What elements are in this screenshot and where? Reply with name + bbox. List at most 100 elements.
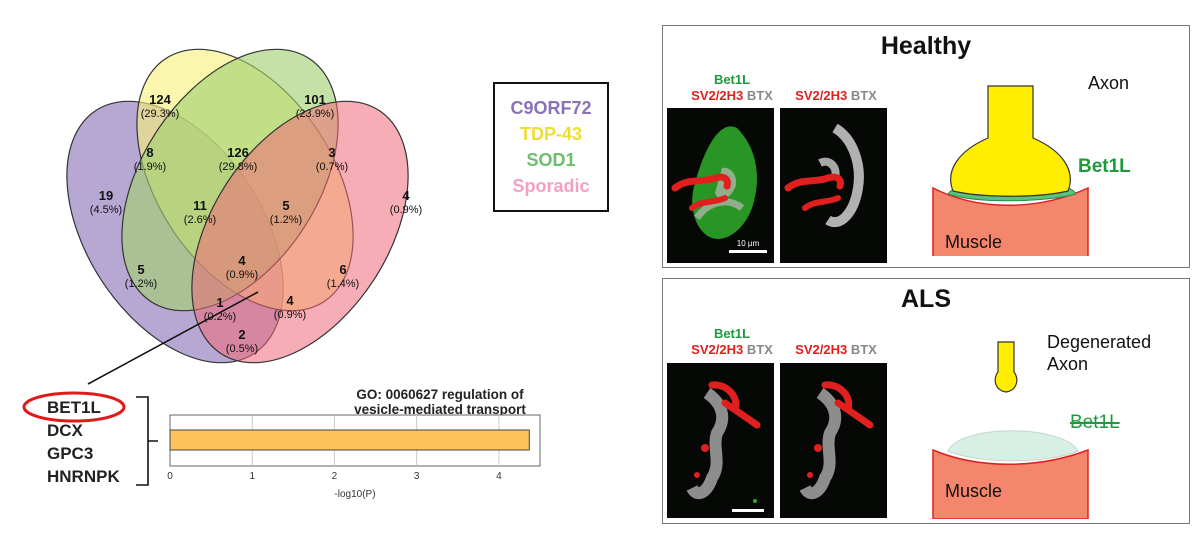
label-bet1l: Bet1L	[713, 326, 751, 341]
healthy-schematic	[932, 85, 1089, 256]
muscle-block	[932, 186, 1089, 256]
micrograph-merged: 10 µm	[667, 108, 774, 263]
region-count: 126	[227, 145, 249, 160]
empty-endplate	[947, 430, 1079, 462]
label-bet1l: Bet1L	[713, 72, 751, 87]
label-btx: BTX	[746, 342, 773, 357]
region-count: 3	[328, 145, 335, 160]
als-panel: ALS Bet1L SV2/2H3 BTX SV2/2H3 BTX Degene…	[662, 278, 1190, 524]
legend-sporadic: Sporadic	[512, 176, 590, 196]
venn-legend: C9ORF72 TDP-43 SOD1 Sporadic	[493, 82, 609, 212]
label-sv2: SV2/2H3	[795, 342, 848, 357]
x-tick-label: 1	[249, 471, 255, 482]
gene-hnrnpk: HNRNPK	[47, 467, 120, 486]
region-pct: (0.9%)	[274, 309, 306, 321]
degenerated-line1: Degenerated	[1047, 332, 1152, 352]
region-pct: (0.9%)	[226, 269, 258, 281]
micrograph-sv2-btx	[780, 363, 887, 518]
x-tick-label: 3	[414, 471, 420, 482]
callout-line	[87, 291, 259, 385]
region-pct: (0.2%)	[204, 311, 236, 323]
region-count: 6	[339, 262, 346, 277]
micrograph-sv2-btx	[780, 108, 887, 263]
label-sv2-btx: SV2/2H3 BTX	[685, 88, 779, 104]
region-pct: (0.5%)	[226, 343, 258, 355]
go-title-line2: vesicle-mediated transport	[354, 402, 526, 417]
region-pct: (29.3%)	[141, 108, 180, 120]
region-count: 5	[137, 262, 144, 277]
muscle-label: Muscle	[945, 481, 1003, 501]
region-pct: (29.8%)	[219, 161, 258, 173]
als-title: ALS	[901, 285, 951, 313]
degenerated-line2: Axon	[1047, 354, 1089, 374]
region-count: 8	[146, 145, 153, 160]
label-sv2-btx: SV2/2H3 BTX	[685, 342, 779, 358]
gene-bracket	[136, 396, 158, 486]
region-count: 4	[286, 293, 294, 308]
als-schematic	[932, 341, 1089, 519]
x-tick-label: 2	[332, 471, 338, 482]
image-label-1: Bet1L SV2/2H3 BTX	[685, 72, 779, 104]
image-label-2: SV2/2H3 BTX	[781, 88, 891, 103]
x-axis-label: -log10(P)	[334, 489, 375, 500]
healthy-title: Healthy	[880, 32, 972, 60]
region-count: 1	[216, 295, 223, 310]
region-count: 4	[402, 188, 410, 203]
region-pct: (23.9%)	[296, 108, 335, 120]
x-tick-label: 4	[496, 471, 502, 482]
x-tick-label: 0	[167, 471, 173, 482]
gene-list-annotations	[22, 391, 158, 486]
go-bar-chart: GO: 0060627 regulation of vesicle-mediat…	[167, 387, 541, 500]
region-count: 101	[304, 92, 326, 107]
muscle-block	[932, 448, 1089, 519]
legend-c9orf72: C9ORF72	[510, 98, 592, 118]
scale-bar-label: 10 µm	[737, 239, 760, 248]
region-count: 124	[149, 92, 171, 107]
region-count: 2	[238, 327, 245, 342]
highlight-ellipse	[22, 391, 126, 423]
label-btx: BTX	[746, 88, 773, 103]
scale-bar	[732, 509, 764, 512]
bet1l-absent-label: Bet1L	[1070, 412, 1120, 433]
bar-go-0060627	[169, 429, 530, 451]
region-count: 11	[193, 198, 207, 213]
axon-terminal	[950, 85, 1071, 197]
region-pct: (4.5%)	[90, 204, 122, 216]
region-count: 4	[238, 253, 246, 268]
region-pct: (2.6%)	[184, 214, 216, 226]
muscle-label: Muscle	[945, 232, 1003, 252]
set-sporadic	[191, 100, 409, 364]
healthy-panel: Healthy Bet1L SV2/2H3 BTX SV2/2H3 BTX 10…	[662, 25, 1190, 268]
venn-diagram: 124 (29.3%) 101 (23.9%) 8 (1.9%) 126 (29…	[66, 48, 422, 385]
region-count: 19	[99, 188, 113, 203]
gene-gpc3: GPC3	[47, 444, 94, 463]
legend-sod1: SOD1	[526, 150, 576, 170]
gene-dcx: DCX	[47, 421, 83, 440]
region-pct: (1.2%)	[125, 278, 157, 290]
venn-sets	[66, 48, 409, 364]
region-pct: (1.4%)	[327, 278, 359, 290]
region-pct: (1.9%)	[134, 161, 166, 173]
label-btx: BTX	[850, 88, 877, 103]
image-label-2: SV2/2H3 BTX	[781, 342, 891, 357]
venn-labels: 124 (29.3%) 101 (23.9%) 8 (1.9%) 126 (29…	[90, 92, 422, 355]
label-btx: BTX	[850, 342, 877, 357]
bet1l-label: Bet1L	[1078, 156, 1131, 177]
region-count: 5	[282, 198, 289, 213]
region-pct: (0.7%)	[316, 161, 348, 173]
gene-list: BET1L DCX GPC3 HNRNPK	[36, 396, 120, 488]
label-sv2: SV2/2H3	[691, 88, 744, 103]
region-pct: (1.2%)	[270, 214, 302, 226]
degenerated-axon	[994, 341, 1018, 393]
micrograph-merged	[667, 363, 774, 518]
legend-tdp43: TDP-43	[519, 124, 582, 144]
degenerated-axon-label: Degenerated Axon	[1047, 331, 1151, 375]
scale-bar	[729, 250, 767, 253]
label-sv2: SV2/2H3	[795, 88, 848, 103]
axon-label: Axon	[1088, 73, 1130, 93]
label-sv2: SV2/2H3	[691, 342, 744, 357]
region-pct: (0.9%)	[390, 204, 422, 216]
gene-bet1l: BET1L	[47, 398, 101, 417]
go-title-line1: GO: 0060627 regulation of	[356, 387, 524, 402]
image-label-1: Bet1L SV2/2H3 BTX	[685, 326, 779, 358]
